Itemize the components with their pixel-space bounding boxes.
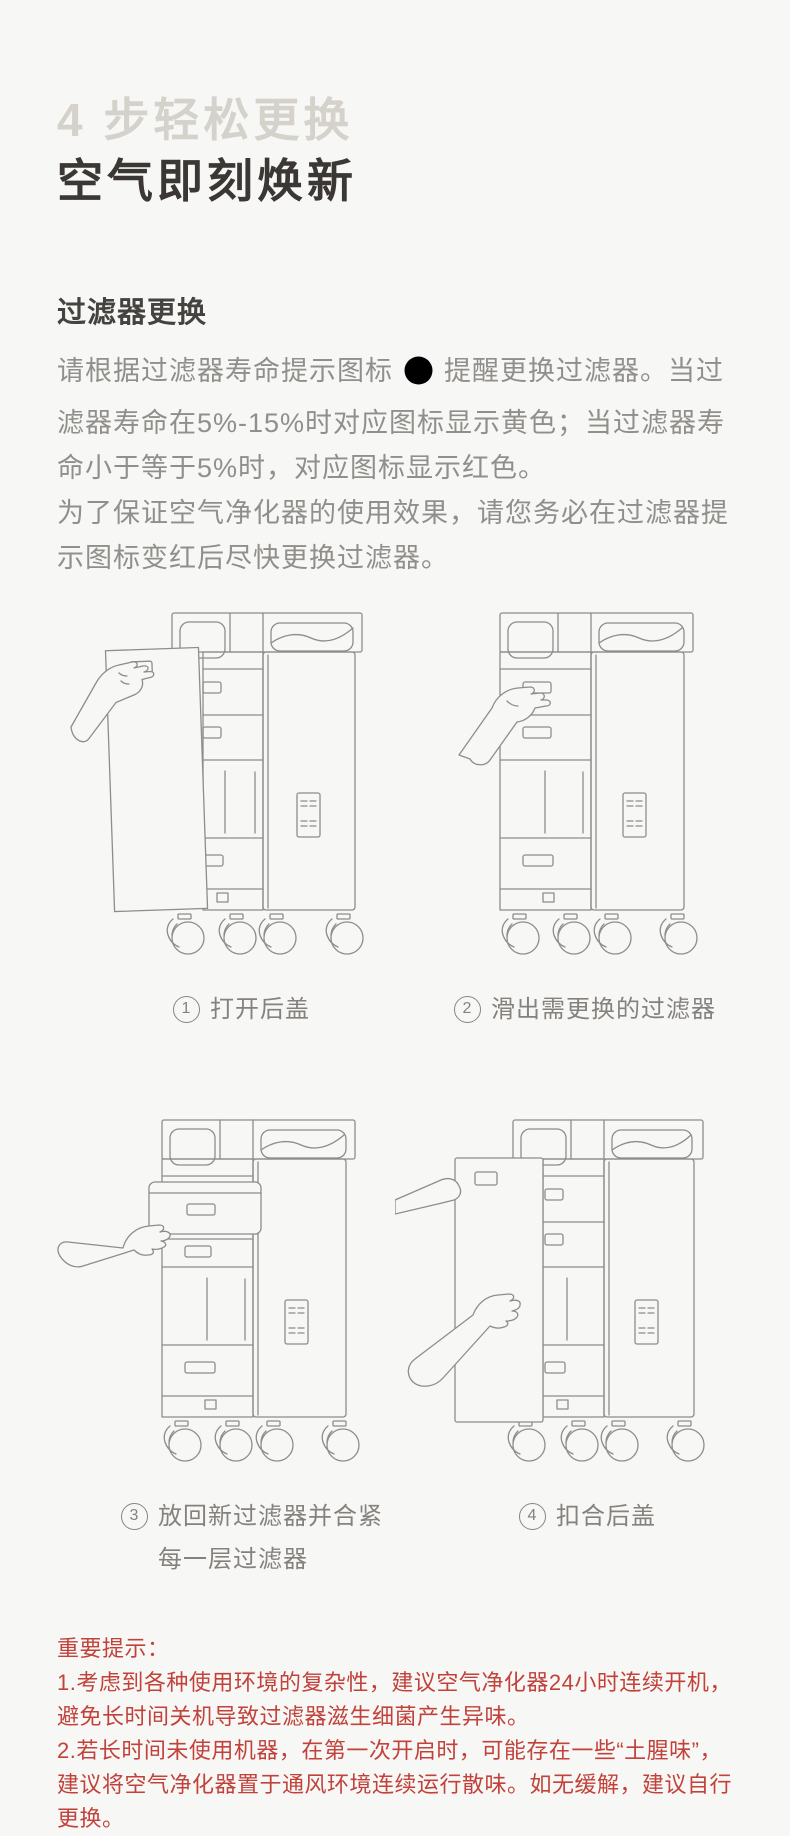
hero-subtitle: 4 步轻松更换 bbox=[57, 94, 354, 146]
step-3: 3 放回新过滤器并合紧 每一层过滤器 bbox=[57, 1104, 395, 1574]
notice-title: 重要提示： bbox=[57, 1635, 170, 1661]
hero-title: 空气即刻焕新 bbox=[57, 155, 357, 208]
step-4-number: 4 bbox=[519, 1502, 546, 1530]
step-2-number: 2 bbox=[454, 995, 481, 1023]
step-3-caption: 3 放回新过滤器并合紧 每一层过滤器 bbox=[57, 1502, 395, 1574]
step-2-caption: 2 滑出需更换的过滤器 bbox=[395, 995, 733, 1024]
step-1-label: 打开后盖 bbox=[210, 995, 310, 1023]
hand-icon bbox=[70, 660, 155, 742]
step-4-illustration-close-cover bbox=[395, 1104, 733, 1484]
important-notice: 重要提示： 1.考虑到各种使用环境的复杂性，建议空气净化器24小时连续开机，避免… bbox=[57, 1632, 733, 1836]
hand-icon bbox=[407, 1293, 521, 1387]
filter-paragraph: 请根据过滤器寿命提示图标提醒更换过滤器。当过滤器寿命在5%-15%时对应图标显示… bbox=[57, 349, 733, 581]
notice-item-1: 1.考虑到各种使用环境的复杂性，建议空气净化器24小时连续开机，避免长时间关机导… bbox=[57, 1669, 732, 1729]
hand-icon bbox=[57, 1224, 171, 1268]
hero-block: 4 步轻松更换 空气即刻焕新 bbox=[57, 0, 733, 209]
steps-row-2: 3 放回新过滤器并合紧 每一层过滤器 bbox=[57, 1104, 733, 1574]
hand-icon bbox=[395, 1177, 462, 1215]
filter-paragraph-line: 请根据过滤器寿命提示图标提醒更换过滤器。当过滤器寿命在5%-15%时对应图标显示… bbox=[57, 349, 733, 491]
filter-life-indicator-icon bbox=[402, 354, 435, 401]
step-3-label: 放回新过滤器并合紧 每一层过滤器 bbox=[158, 1502, 383, 1574]
step-3-label-line1: 放回新过滤器并合紧 bbox=[158, 1502, 383, 1530]
step-1-number: 1 bbox=[173, 995, 200, 1023]
step-4-caption: 4 扣合后盖 bbox=[395, 1502, 733, 1531]
section-title: 过滤器更换 bbox=[57, 296, 208, 329]
step-4-label: 扣合后盖 bbox=[556, 1502, 656, 1530]
notice-item-2: 2.若长时间未使用机器，在第一次开启时，可能存在一些“土腥味”，建议将空气净化器… bbox=[57, 1737, 733, 1831]
note-paragraph: 为了保证空气净化器的使用效果，请您务必在过滤器提示图标变红后尽快更换过滤器。 bbox=[57, 497, 729, 573]
para1-after: 提醒更换过滤器。当过滤器寿命在5%-15%时对应图标显示黄色；当过滤器寿命小于等… bbox=[57, 355, 726, 483]
step-1-illustration-open-cover bbox=[57, 597, 395, 977]
step-2-illustration-slide-out-filter bbox=[395, 597, 733, 977]
steps-row-1: 1 打开后盖 bbox=[57, 597, 733, 1024]
step-4: 4 扣合后盖 bbox=[395, 1104, 733, 1574]
step-3-number: 3 bbox=[121, 1502, 148, 1530]
step-1-caption: 1 打开后盖 bbox=[57, 995, 395, 1024]
step-2: 2 滑出需更换的过滤器 bbox=[395, 597, 733, 1024]
step-3-illustration-insert-filter bbox=[57, 1104, 395, 1484]
step-1: 1 打开后盖 bbox=[57, 597, 395, 1024]
steps-grid: 1 打开后盖 bbox=[57, 597, 733, 1574]
para1-before: 请根据过滤器寿命提示图标 bbox=[57, 355, 393, 386]
step-2-label: 滑出需更换的过滤器 bbox=[491, 995, 716, 1023]
step-3-label-line2: 每一层过滤器 bbox=[158, 1545, 308, 1573]
hand-icon bbox=[458, 686, 551, 766]
